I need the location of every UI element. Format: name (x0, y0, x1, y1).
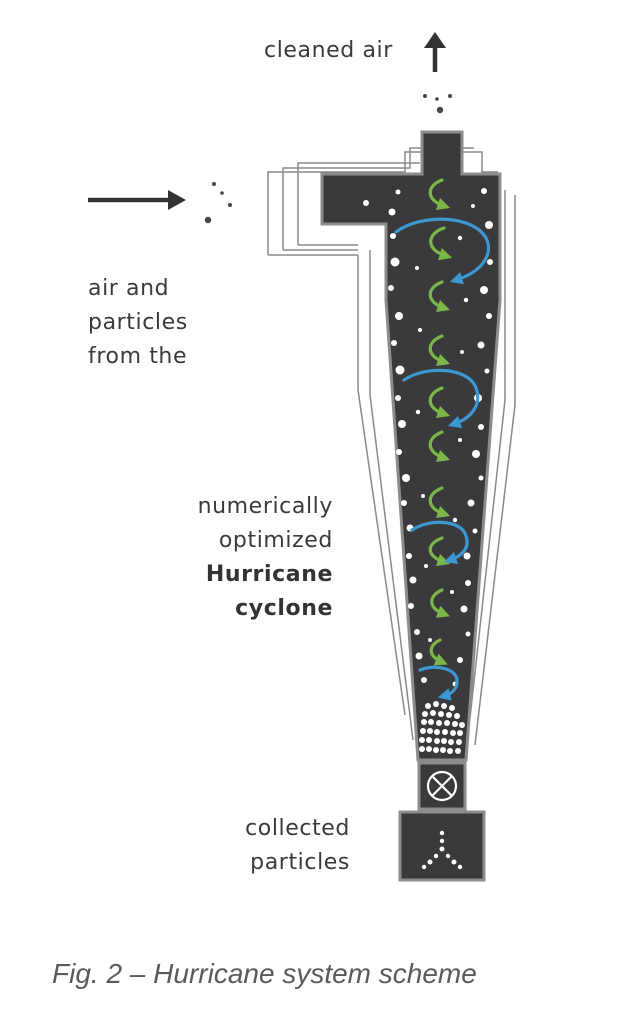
outer-vortex-arrows (394, 217, 491, 701)
collector-label: collected particles (245, 816, 350, 875)
inner-vortex-arrows (428, 178, 453, 666)
outlet-label: cleaned air (264, 38, 393, 63)
arrow-right-icon (88, 190, 186, 210)
exhaust-particles (423, 94, 452, 114)
inlet-particles (204, 182, 232, 224)
figure-caption: Fig. 2 – Hurricane system scheme (52, 958, 477, 989)
particle-collector (398, 810, 486, 882)
arrow-up-icon (424, 32, 446, 72)
cyclone-body (320, 130, 502, 762)
cyclone-label: numerically optimized Hurricane cyclone (197, 494, 333, 621)
inlet-label: air and particles from the (88, 276, 188, 369)
cyclone-outline-lines (267, 147, 516, 746)
particles (363, 188, 493, 754)
rotary-valve-icon (417, 761, 467, 811)
